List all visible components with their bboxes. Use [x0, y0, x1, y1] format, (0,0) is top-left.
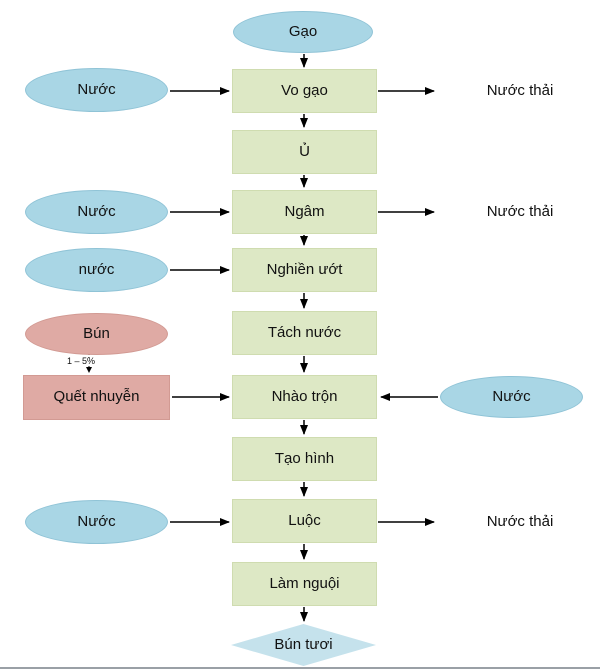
node-gao: Gạo — [233, 11, 373, 53]
node-vo-gao-label: Vo gạo — [281, 81, 328, 99]
node-quet-nhuyen: Quết nhuyễn — [23, 375, 170, 420]
node-bun-tuoi-label: Bún tươi — [274, 635, 333, 653]
node-nuoc-vo-gao-label: Nước — [77, 80, 116, 98]
node-lam-nguoi-label: Làm nguội — [269, 574, 340, 592]
node-nuoc-vo-gao: Nước — [25, 68, 168, 112]
node-lam-nguoi: Làm nguội — [232, 562, 377, 606]
node-luoc: Luộc — [232, 499, 377, 543]
node-tao-hinh: Tạo hình — [232, 437, 377, 481]
node-bun-label: Bún — [83, 324, 110, 342]
label-nuoc-thai-ngam: Nước thải — [486, 202, 554, 220]
bottom-border-line — [0, 667, 600, 669]
node-vo-gao: Vo gạo — [232, 69, 377, 113]
node-u-label: Ủ — [299, 142, 310, 160]
node-u: Ủ — [232, 130, 377, 174]
bun-ratio-label: 1 – 5% — [66, 356, 96, 366]
node-tach-nuoc-label: Tách nước — [267, 323, 342, 341]
label-nuoc-thai-luoc: Nước thải — [486, 512, 554, 530]
node-quet-nhuyen-label: Quết nhuyễn — [53, 388, 140, 406]
node-nghien-uot: Nghiền ướt — [232, 248, 377, 292]
label-nuoc-thai-vo-gao: Nước thải — [486, 81, 554, 99]
node-nuoc-nghien-label: nước — [78, 260, 115, 278]
node-nuoc-nghien: nước — [25, 248, 168, 292]
node-tao-hinh-label: Tạo hình — [274, 449, 335, 467]
node-luoc-label: Luộc — [288, 511, 321, 529]
node-nuoc-luoc-label: Nước — [77, 512, 116, 530]
node-tach-nuoc: Tách nước — [232, 311, 377, 355]
node-nuoc-nhao-tron: Nước — [440, 376, 583, 418]
node-bun-tuoi: Bún tươi — [231, 624, 376, 666]
node-nuoc-nhao-tron-label: Nước — [492, 387, 531, 405]
node-nuoc-ngam-label: Nước — [77, 202, 116, 220]
node-nghien-uot-label: Nghiền ướt — [266, 260, 343, 278]
node-nuoc-luoc: Nước — [25, 500, 168, 544]
node-gao-label: Gạo — [288, 22, 318, 40]
node-ngam: Ngâm — [232, 190, 377, 234]
node-ngam-label: Ngâm — [284, 202, 325, 220]
node-nhao-tron-label: Nhào trộn — [271, 387, 338, 405]
node-nuoc-ngam: Nước — [25, 190, 168, 234]
node-bun: Bún — [25, 313, 168, 355]
node-nhao-tron: Nhào trộn — [232, 375, 377, 419]
